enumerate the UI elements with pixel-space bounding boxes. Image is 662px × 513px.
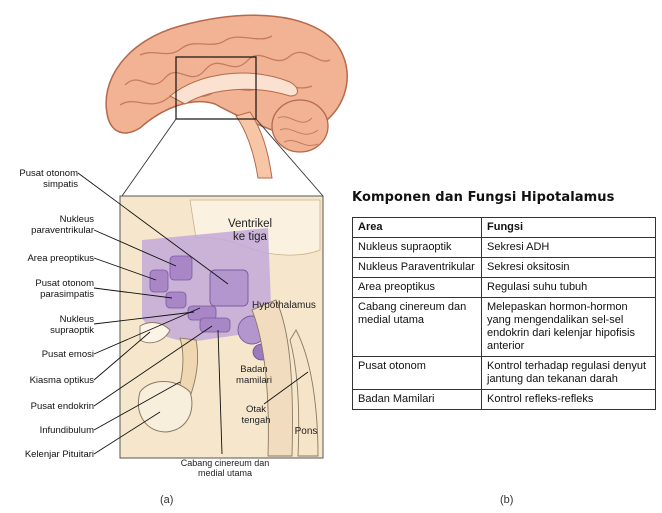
caption-b: (b) (500, 494, 513, 506)
cell-area: Badan Mamilari (353, 390, 482, 410)
label-endocrine-center: Pusat endokrin (4, 401, 94, 412)
caption-a: (a) (160, 494, 173, 506)
label-midbrain: Otak tengah (236, 404, 276, 426)
cell-function: Sekresi ADH (482, 238, 656, 258)
cell-area: Nukleus supraoptik (353, 238, 482, 258)
label-paraventricular-nucleus: Nukleus paraventrikular (14, 214, 94, 236)
table-row: Pusat otonom Kontrol terhadap regulasi d… (353, 357, 656, 390)
label-optic-chiasm: Kiasma optikus (4, 375, 94, 386)
tuber-cinereum (200, 318, 230, 332)
cell-function: Melepaskan hormon-hormon yang mengendali… (482, 298, 656, 357)
cerebellum (272, 100, 328, 152)
nucleus-paraventricular (170, 256, 192, 280)
hypothalamus-function-table: Area Fungsi Nukleus supraoptik Sekresi A… (352, 217, 656, 410)
label-supraoptic-nucleus: Nukleus supraoptik (14, 314, 94, 336)
cell-area: Cabang cinereum dan medial utama (353, 298, 482, 357)
label-hypothalamus: Hypothalamus (252, 300, 328, 312)
label-tuber-cinereum: Cabang cinereum dan medial utama (170, 458, 280, 478)
cell-function: Regulasi suhu tubuh (482, 278, 656, 298)
table-row: Cabang cinereum dan medial utama Melepas… (353, 298, 656, 357)
label-pons: Pons (292, 426, 320, 438)
cell-function: Kontrol terhadap regulasi denyut jantung… (482, 357, 656, 390)
label-sympathetic-center: Pusat otonom simpatis (6, 168, 78, 190)
cell-area: Pusat otonom (353, 357, 482, 390)
table-header-row: Area Fungsi (353, 218, 656, 238)
parasympathetic-center (166, 292, 186, 308)
header-area: Area (353, 218, 482, 238)
table-row: Badan Mamilari Kontrol refleks-refleks (353, 390, 656, 410)
label-pituitary-gland: Kelenjar Pituitari (0, 449, 94, 460)
label-emotion-center: Pusat emosi (4, 349, 94, 360)
cell-area: Area preoptikus (353, 278, 482, 298)
table-row: Area preoptikus Regulasi suhu tubuh (353, 278, 656, 298)
preoptic-area (150, 270, 168, 292)
label-parasympathetic-center: Pusat otonom parasimpatis (14, 278, 94, 300)
cell-function: Sekresi oksitosin (482, 258, 656, 278)
label-mamillary-body: Badan mamilari (232, 364, 276, 386)
header-function: Fungsi (482, 218, 656, 238)
label-preoptic-area: Area preoptikus (4, 253, 94, 264)
pituitary-gland (138, 382, 191, 433)
label-third-ventricle: Ventrikel ke tiga (222, 218, 278, 244)
table-row: Nukleus Paraventrikular Sekresi oksitosi… (353, 258, 656, 278)
cell-function: Kontrol refleks-refleks (482, 390, 656, 410)
table-title: Komponen dan Fungsi Hipotalamus (352, 190, 614, 205)
label-infundibulum: Infundibulum (4, 425, 94, 436)
table-row: Nukleus supraoptik Sekresi ADH (353, 238, 656, 258)
cell-area: Nukleus Paraventrikular (353, 258, 482, 278)
